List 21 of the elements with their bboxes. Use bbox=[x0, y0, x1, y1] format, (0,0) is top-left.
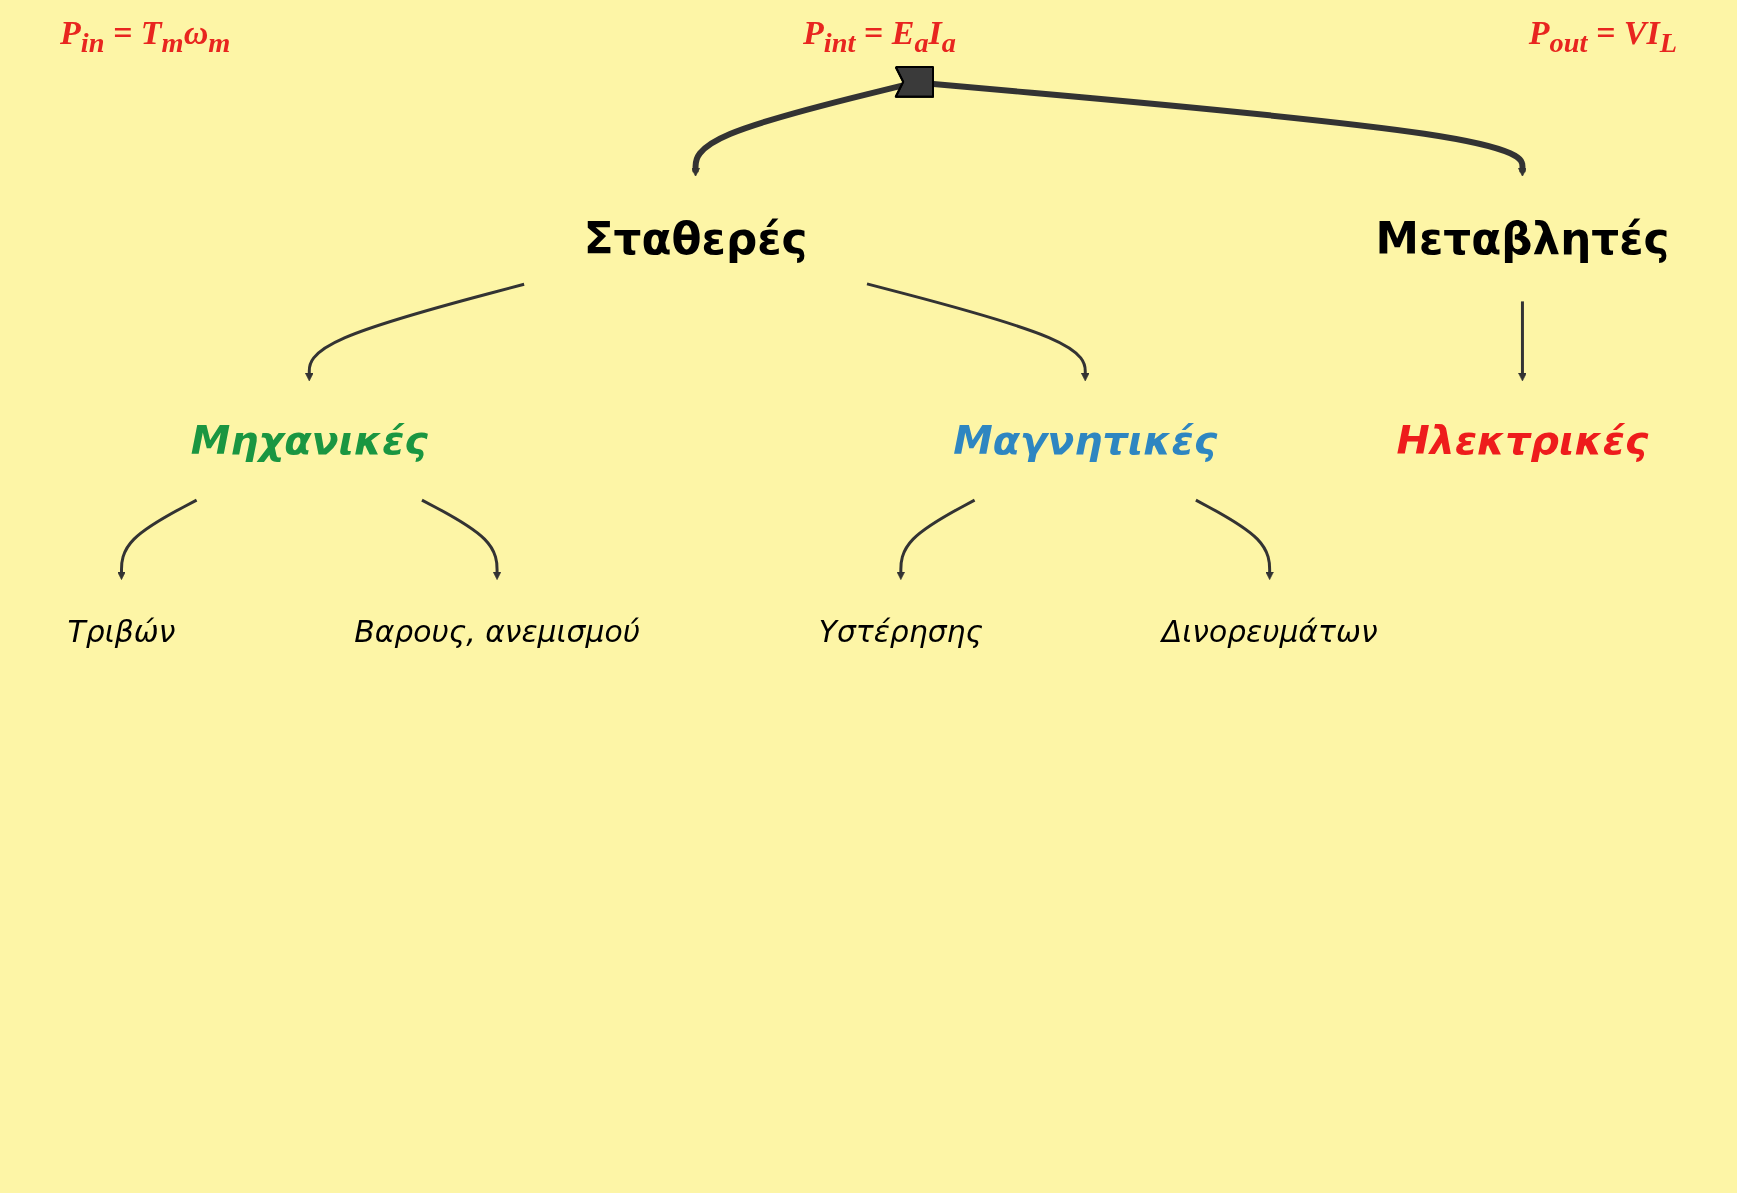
arrow bbox=[421, 498, 502, 580]
node-text: Ηλεκτρικές bbox=[1396, 417, 1649, 464]
node-text: Μαγνητικές bbox=[953, 417, 1218, 464]
arrow bbox=[1195, 498, 1274, 580]
node-text: Βαρους, ανεμισμού bbox=[354, 614, 640, 649]
arrow bbox=[1518, 301, 1527, 382]
arrow bbox=[866, 282, 1090, 382]
arrow bbox=[691, 82, 903, 177]
node-text: Σταθερές bbox=[583, 212, 808, 264]
power-formula: P$_{int}$ = E$_{a}$I$_{a}$ bbox=[803, 14, 956, 59]
node-text: Τριβών bbox=[67, 614, 176, 649]
arrow bbox=[304, 282, 525, 382]
node-text: Μηχανικές bbox=[190, 417, 428, 464]
arrow bbox=[933, 80, 1527, 177]
power-formula: P$_{out}$ = VI$_{L}$ bbox=[1528, 14, 1677, 59]
node-text: Υστέρησης bbox=[818, 614, 983, 649]
arrow bbox=[896, 498, 976, 580]
arrow bbox=[117, 498, 198, 580]
node-text: Δινορευμάτων bbox=[1161, 614, 1378, 649]
node-text: Μεταβλητές bbox=[1375, 212, 1670, 264]
power-formula: P$_{in}$ = T$_{m}$ω$_{m}$ bbox=[60, 14, 231, 59]
